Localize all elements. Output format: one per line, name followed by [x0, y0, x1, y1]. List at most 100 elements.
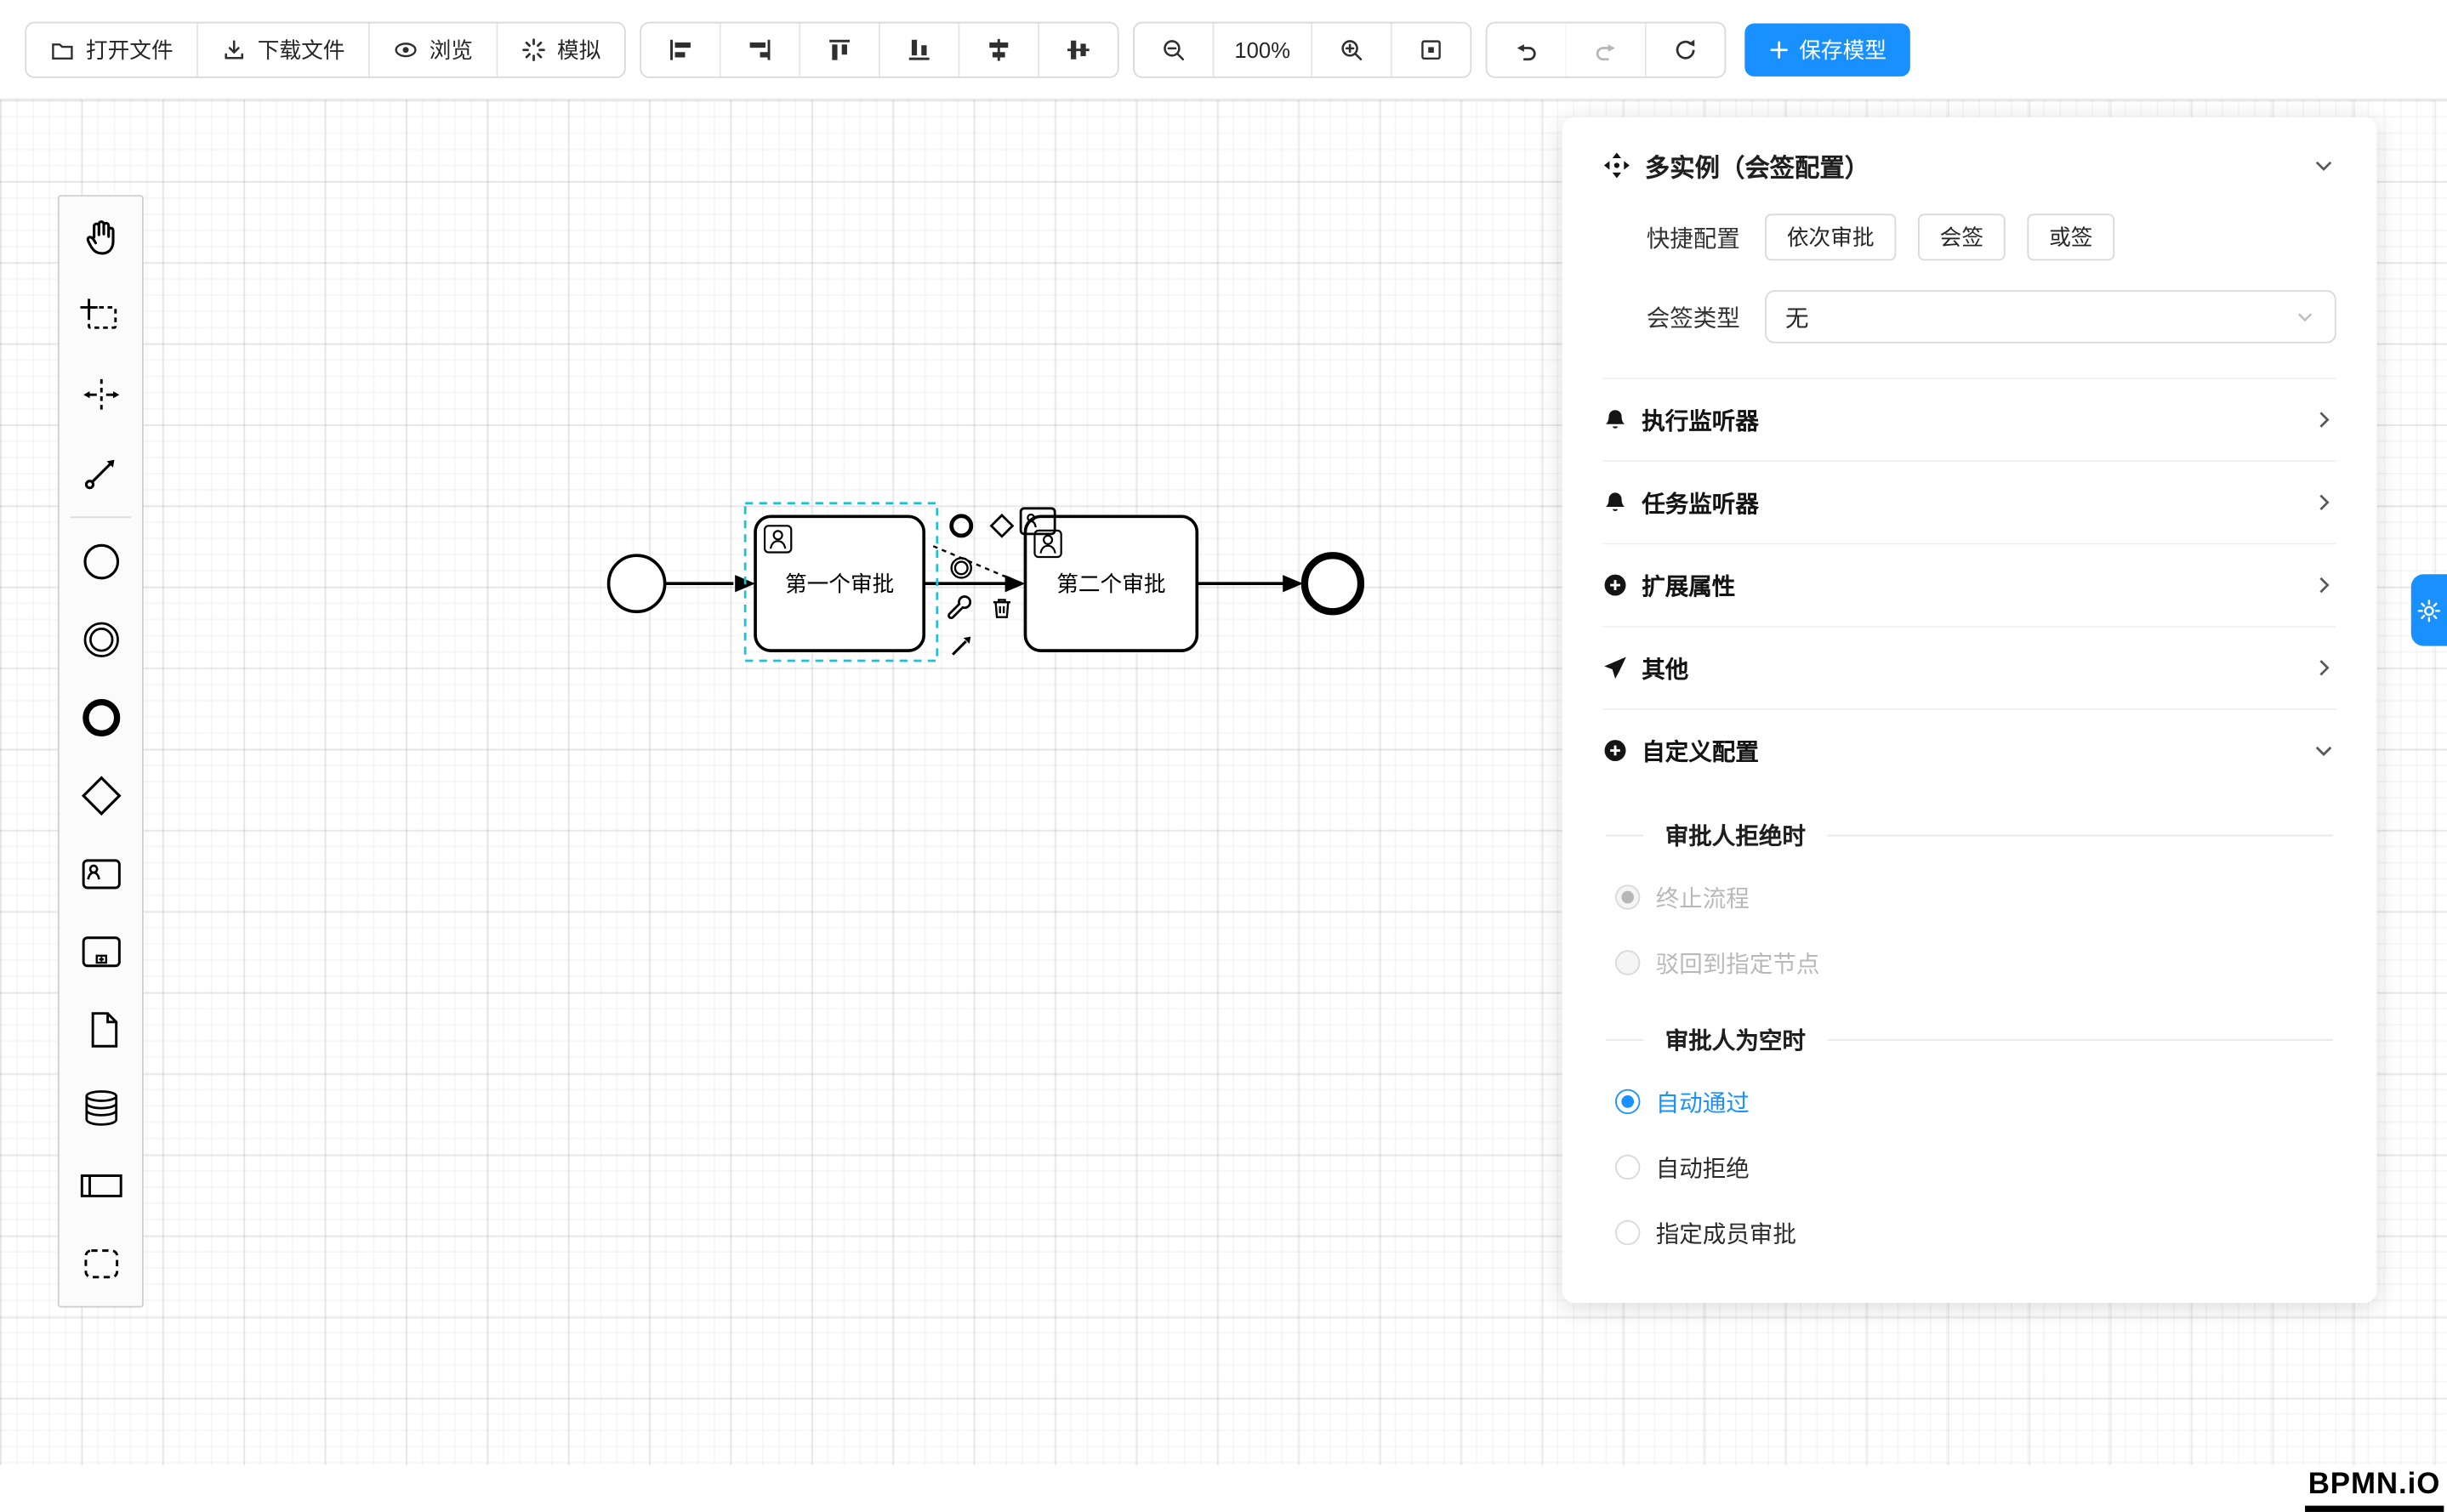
radio-label: 自动通过	[1655, 1089, 1750, 1117]
fit-viewport-icon	[1419, 37, 1443, 61]
preview-button[interactable]: 浏览	[368, 22, 497, 76]
section-label: 其他	[1642, 656, 1689, 683]
create-intermediate-event[interactable]	[60, 600, 142, 679]
participant-icon	[77, 1162, 124, 1209]
settings-tab[interactable]	[2410, 574, 2447, 646]
append-intermediate-event-button[interactable]	[942, 549, 980, 587]
section-other[interactable]: 其他	[1602, 625, 2336, 708]
append-end-event-button[interactable]	[942, 507, 980, 544]
start-event-shape[interactable]	[606, 554, 667, 614]
create-participant[interactable]	[60, 1147, 142, 1225]
sign-type-select[interactable]: 无	[1765, 290, 2336, 344]
create-end-event[interactable]	[60, 679, 142, 757]
file-button-group: 打开文件 下载文件 浏览 模拟	[25, 20, 626, 77]
quick-option-sequential-button[interactable]: 依次审批	[1765, 213, 1897, 261]
radio-assign-member[interactable]: 指定成员审批	[1562, 1200, 2377, 1265]
fit-viewport-button[interactable]	[1390, 22, 1471, 76]
end-event-shape[interactable]	[1300, 552, 1365, 616]
reject-divider: 审批人拒绝时	[1606, 819, 2334, 852]
zoom-in-button[interactable]	[1310, 22, 1391, 76]
simulate-button[interactable]: 模拟	[496, 22, 624, 76]
create-user-task[interactable]	[60, 835, 142, 913]
undo-button[interactable]	[1487, 22, 1565, 76]
download-file-label: 下载文件	[257, 37, 345, 62]
append-user-task-button[interactable]	[1017, 503, 1058, 540]
hand-tool[interactable]	[60, 200, 142, 278]
quick-option-orsign-button[interactable]: 或签	[2027, 213, 2115, 261]
save-model-button[interactable]: 保存模型	[1744, 22, 1910, 76]
radio-button[interactable]	[1615, 950, 1641, 975]
radio-button[interactable]	[1615, 884, 1641, 910]
radio-terminate-process[interactable]: 终止流程	[1562, 864, 2377, 929]
panel-title: 多实例（会签配置）	[1644, 156, 1870, 183]
bell-icon	[1602, 490, 1627, 514]
user-task-2-shape[interactable]	[1023, 514, 1199, 652]
user-task-1-person-icon	[763, 525, 793, 554]
chevron-down-icon	[2311, 738, 2336, 763]
gateway-icon	[77, 772, 124, 819]
selection-outline	[743, 502, 939, 662]
send-icon	[1602, 656, 1627, 680]
plus-icon	[1768, 38, 1790, 60]
lasso-tool[interactable]	[60, 278, 142, 356]
align-left-button[interactable]	[641, 22, 720, 76]
zoom-level-value[interactable]: 100%	[1212, 22, 1311, 76]
refresh-icon	[1673, 37, 1698, 61]
section-custom-config[interactable]: 自定义配置	[1602, 708, 2336, 791]
radio-label: 驳回到指定节点	[1655, 951, 1820, 978]
create-data-store[interactable]	[60, 1069, 142, 1147]
connect-tool-button[interactable]	[942, 628, 980, 665]
append-gateway-button[interactable]	[983, 507, 1021, 544]
create-group[interactable]	[60, 1225, 142, 1303]
user-task-1-shape[interactable]	[754, 514, 926, 652]
refresh-button[interactable]	[1644, 22, 1725, 76]
align-center-vertical-button[interactable]	[1038, 22, 1118, 76]
multi-instance-header[interactable]: 多实例（会签配置）	[1562, 117, 2377, 205]
section-task-listeners[interactable]: 任务监听器	[1602, 460, 2336, 543]
download-file-button[interactable]: 下载文件	[196, 22, 369, 76]
radio-button[interactable]	[1615, 1219, 1641, 1246]
quick-option-countersign-button[interactable]: 会签	[1917, 213, 2006, 261]
lasso-tool-icon	[77, 293, 124, 340]
save-model-label: 保存模型	[1799, 37, 1886, 62]
user-task-icon	[77, 850, 124, 897]
chevron-right-icon	[2311, 656, 2336, 680]
section-execution-listeners[interactable]: 执行监听器	[1602, 378, 2336, 460]
radio-button[interactable]	[1615, 1154, 1641, 1180]
empty-divider: 审批人为空时	[1606, 1024, 2334, 1057]
radio-auto-reject[interactable]: 自动拒绝	[1562, 1134, 2377, 1200]
redo-icon	[1593, 37, 1618, 61]
section-extended-properties[interactable]: 扩展属性	[1602, 543, 2336, 626]
open-file-button[interactable]: 打开文件	[26, 22, 197, 76]
chevron-down-icon[interactable]	[2311, 153, 2336, 178]
zoom-out-button[interactable]	[1134, 22, 1213, 76]
plus-circle-icon	[1602, 738, 1627, 763]
create-subprocess[interactable]	[60, 912, 142, 991]
create-start-event[interactable]	[60, 523, 142, 601]
align-right-button[interactable]	[719, 22, 800, 76]
radio-button[interactable]	[1615, 1089, 1641, 1115]
chevron-right-icon	[2311, 407, 2336, 432]
delete-element-button[interactable]	[983, 590, 1021, 628]
radio-auto-pass[interactable]: 自动通过	[1562, 1069, 2377, 1134]
multi-instance-icon	[1602, 151, 1630, 179]
simulate-label: 模拟	[557, 37, 601, 62]
create-gateway[interactable]	[60, 757, 142, 835]
align-center-horizontal-button[interactable]	[958, 22, 1039, 76]
empty-divider-title: 审批人为空时	[1665, 1028, 1806, 1055]
reject-divider-title: 审批人拒绝时	[1665, 823, 1806, 850]
space-tool[interactable]	[60, 355, 142, 434]
radio-return-to-node[interactable]: 驳回到指定节点	[1562, 930, 2377, 996]
align-bottom-button[interactable]	[879, 22, 959, 76]
align-top-button[interactable]	[799, 22, 879, 76]
sign-type-label: 会签类型	[1646, 304, 1740, 332]
trash-icon	[987, 594, 1016, 622]
gear-icon	[2417, 599, 2441, 622]
global-connect-tool[interactable]	[60, 434, 142, 512]
zoom-button-group: 100%	[1133, 20, 1471, 77]
sequence-flow-3-arrowhead	[1283, 575, 1304, 593]
redo-button[interactable]	[1564, 22, 1645, 76]
create-data-object[interactable]	[60, 991, 142, 1069]
change-type-button[interactable]	[940, 590, 977, 628]
bpmn-io-logo[interactable]: BPMN.iO	[2305, 1469, 2444, 1512]
